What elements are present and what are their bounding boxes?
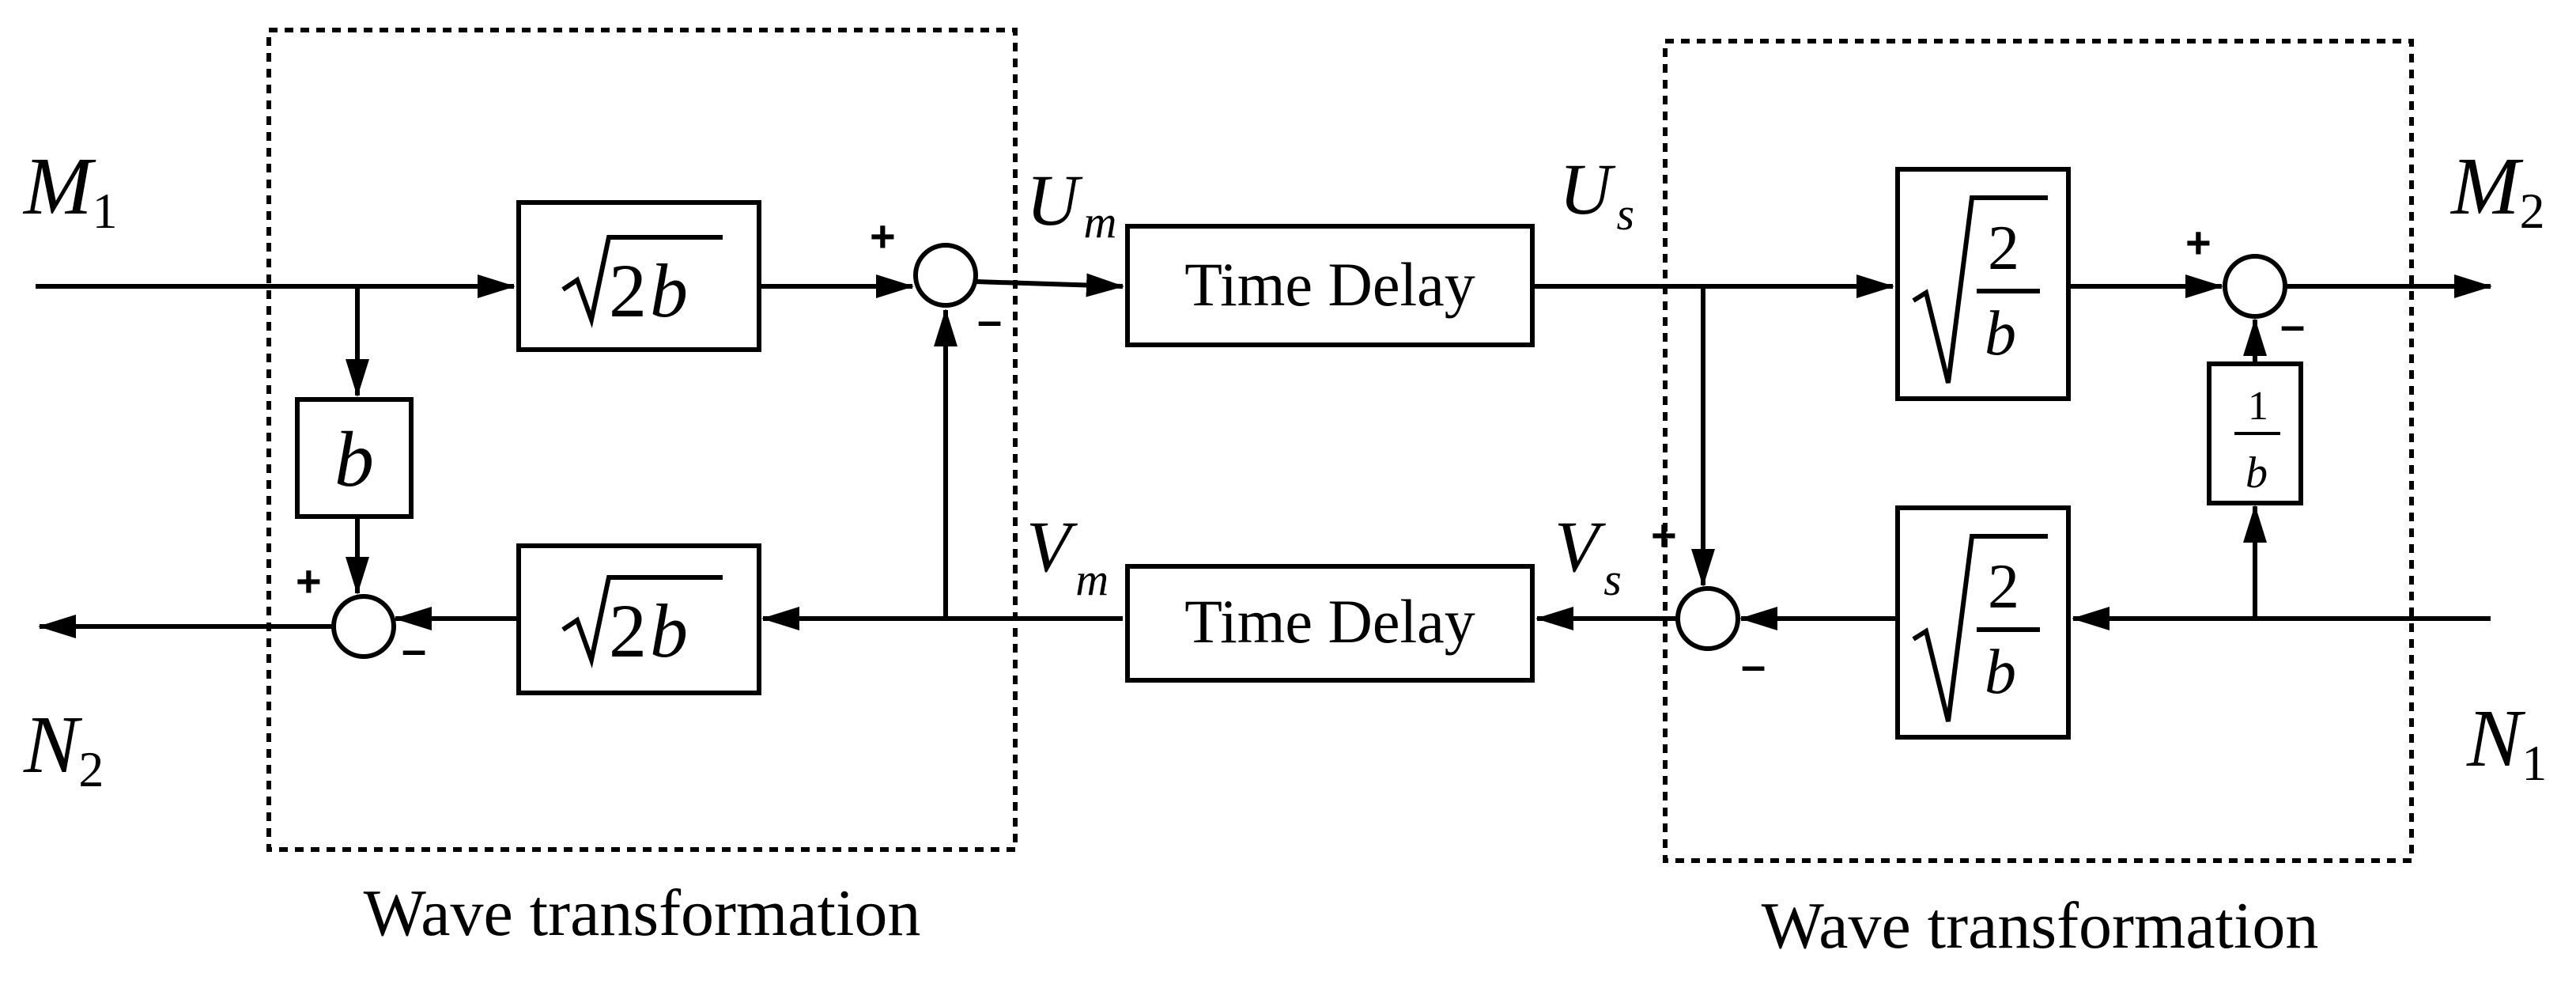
inverse-b-den: b <box>2246 448 2268 498</box>
sqrt-2-over-b-block-bottom <box>1895 505 2071 740</box>
plus-sign-right-bottom: + <box>1651 510 1677 560</box>
sqrt-2b-var-bottom: b <box>650 589 688 673</box>
b-gain-block <box>295 397 414 519</box>
sqrt-2-over-b-num-top: 2 <box>1988 214 2019 283</box>
sqrt-2-over-b-den-top: b <box>1985 299 2016 369</box>
minus-sign-right-bottom: – <box>1741 640 1766 690</box>
sqrt-2-over-b-block-top <box>1895 167 2071 401</box>
signal-label-n1: N1 <box>2466 693 2547 791</box>
signal-label-m1: M1 <box>22 141 118 239</box>
sqrt-2b-block-bottom <box>516 543 761 695</box>
sqrt-2b-var-top: b <box>650 248 688 333</box>
plus-sign-right-top: + <box>2185 218 2212 267</box>
summing-junction-right-bottom <box>1675 586 1740 651</box>
sqrt-2b-coef-bottom: 2 <box>609 589 647 673</box>
time-delay-label-bottom: Time Delay <box>1184 587 1475 656</box>
summing-junction-left-top <box>913 243 978 308</box>
sqrt-2b-block-top <box>516 200 761 352</box>
sqrt-2-over-b-num-bottom: 2 <box>1988 552 2019 622</box>
caption-right-wave-transformation: Wave transformation <box>1762 889 2319 963</box>
radical-sign-top-right <box>1912 195 2048 384</box>
minus-sign-right-top: – <box>2280 300 2305 350</box>
plus-sign-left-bottom: + <box>296 556 322 606</box>
b-gain-label: b <box>334 415 374 503</box>
sqrt-2-over-b-den-bottom: b <box>1985 638 2016 707</box>
right-wave-transformation-region <box>1663 39 2414 863</box>
time-delay-block-bottom <box>1125 564 1535 683</box>
time-delay-block-top <box>1125 224 1535 347</box>
signal-label-n2: N2 <box>23 699 104 797</box>
minus-sign-left-top: – <box>977 295 1002 345</box>
radical-sign-bottom-right <box>1912 534 2048 722</box>
radical-sign-bottom-left <box>561 575 723 668</box>
summing-junction-right-top <box>2223 254 2287 319</box>
sqrt-2b-coef-top: 2 <box>609 248 647 333</box>
minus-sign-left-bottom: – <box>402 624 426 674</box>
left-wave-transformation-region <box>266 28 1018 852</box>
radical-sign-top-left <box>561 235 723 328</box>
inverse-b-num: 1 <box>2248 384 2268 429</box>
signal-label-m2: M2 <box>2449 141 2545 239</box>
um-output-line <box>975 273 1124 297</box>
summing-junction-left-bottom <box>331 594 396 659</box>
caption-left-wave-transformation: Wave transformation <box>364 876 921 950</box>
time-delay-label-top: Time Delay <box>1184 250 1475 319</box>
plus-sign-left-top: + <box>870 211 896 261</box>
